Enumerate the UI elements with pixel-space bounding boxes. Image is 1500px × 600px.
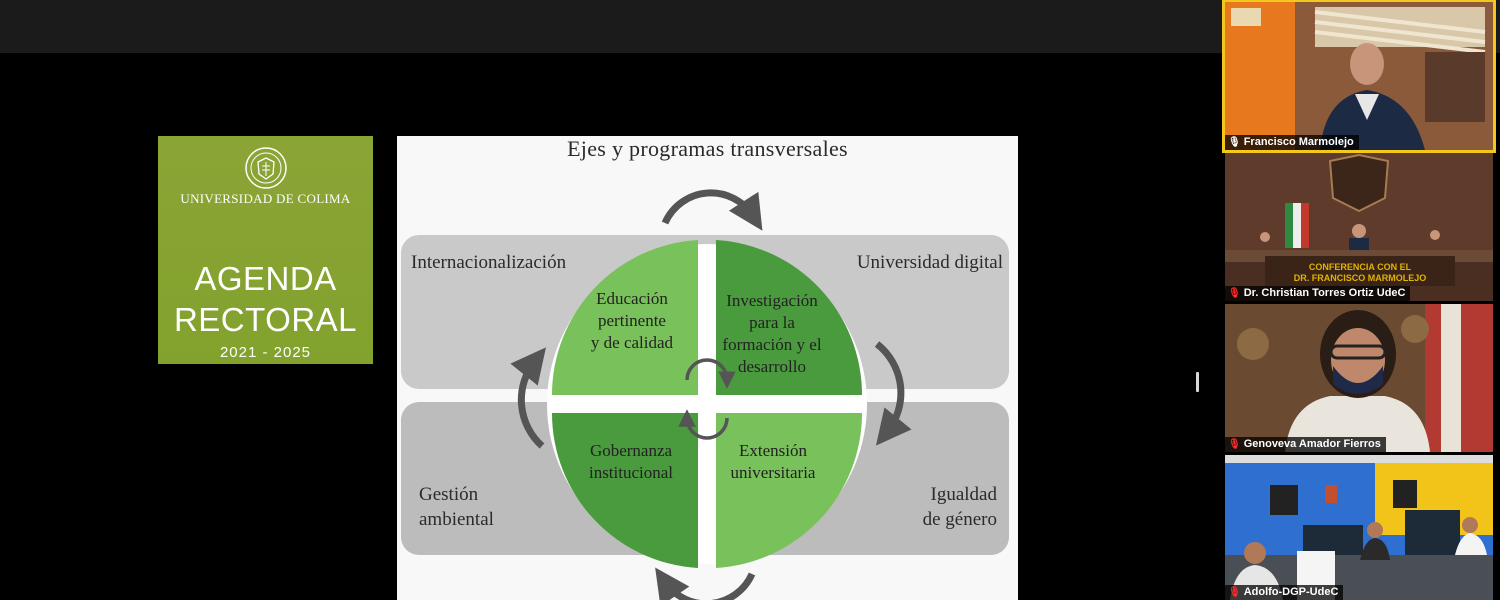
quadrant-label-extension: Extensión universitaria xyxy=(711,440,835,484)
quadrant-label-investigacion: Investigación para la formación y el des… xyxy=(709,290,835,378)
video-feed-francisco xyxy=(1225,2,1493,150)
agenda-years: 2021 - 2025 xyxy=(219,344,312,361)
axes-diagram xyxy=(510,189,912,600)
quad-tr-line2: para la xyxy=(749,313,795,332)
quad-tl-line2: pertinente xyxy=(598,311,666,330)
university-crest-icon xyxy=(245,147,287,189)
quadrant-label-educacion: Educación pertinente y de calidad xyxy=(565,288,699,354)
participant-namebar: 🎙 Genoveva Amador Fierros xyxy=(1225,437,1386,452)
video-feed-genoveva xyxy=(1225,304,1493,452)
quad-bl-line2: institucional xyxy=(588,463,674,482)
quadrant-bottom-right xyxy=(716,413,863,568)
mic-muted-icon: 🎙 xyxy=(1228,439,1241,450)
cycle-arrow-left xyxy=(510,347,546,449)
quad-tr-line3: formación y el xyxy=(722,335,822,354)
quadrant-top-left xyxy=(551,240,698,395)
mic-on-icon: 🎙 xyxy=(1228,137,1241,148)
university-name: UNIVERSIDAD DE COLIMA xyxy=(180,191,351,206)
quadrant-bottom-left xyxy=(551,413,698,568)
quad-tr-line1: Investigación xyxy=(726,291,818,310)
mic-muted-icon: 🎙 xyxy=(1228,288,1241,299)
participant-tile-francisco[interactable]: 🎙 Francisco Marmolejo xyxy=(1222,0,1496,153)
agenda-title: AGENDA RECTORAL xyxy=(158,258,373,340)
center-arrow-bottom xyxy=(678,409,729,440)
quad-br-line1: Extensión xyxy=(739,441,807,460)
participant-namebar: 🎙 Adolfo-DGP-UdeC xyxy=(1225,585,1344,600)
cycle-arrow-bottom xyxy=(655,567,756,600)
label-universidad-digital: Universidad digital xyxy=(856,252,1003,273)
presentation-slide: Ejes y programas transversales Internaci… xyxy=(397,136,1018,600)
quadrant-top-right xyxy=(716,240,863,395)
participant-namebar: 🎙 Dr. Christian Torres Ortiz UdeC xyxy=(1225,286,1411,301)
agenda-title-line2: RECTORAL xyxy=(173,301,358,338)
participant-tile-christian[interactable]: CONFERENCIA CON EL DR. FRANCISCO MARMOLE… xyxy=(1225,153,1493,301)
agenda-rectoral-card: UNIVERSIDAD DE COLIMA AGENDA RECTORAL 20… xyxy=(158,136,373,364)
participant-namebar: 🎙 Francisco Marmolejo xyxy=(1225,135,1359,150)
cycle-arrow-right xyxy=(874,341,912,446)
banner-line2: DR. FRANCISCO MARMOLEJO xyxy=(1294,273,1427,283)
quad-br-line2: universitaria xyxy=(730,463,816,482)
label-gestion-ambiental: Gestión ambiental xyxy=(419,482,494,532)
slide-title: Ejes y programas transversales xyxy=(567,136,848,161)
label-igualdad-line2: de género xyxy=(922,509,997,530)
agenda-title-line1: AGENDA xyxy=(194,260,337,297)
participant-tile-adolfo[interactable]: 🎙 Adolfo-DGP-UdeC xyxy=(1225,455,1493,600)
center-arrow-top xyxy=(685,358,736,389)
participant-name: Francisco Marmolejo xyxy=(1243,136,1354,148)
label-igualdad-genero: Igualdad de género xyxy=(923,482,997,532)
participant-tile-genoveva[interactable]: 🎙 Genoveva Amador Fierros xyxy=(1225,304,1493,452)
quadrant-label-gobernanza: Gobernanza institucional xyxy=(567,440,695,484)
label-internacionalizacion: Internacionalización xyxy=(411,252,567,273)
participant-name: Dr. Christian Torres Ortiz UdeC xyxy=(1243,287,1406,299)
participant-name: Genoveva Amador Fierros xyxy=(1243,438,1381,450)
banner-line1: CONFERENCIA CON EL xyxy=(1309,262,1412,272)
label-gestion-line1: Gestión xyxy=(419,484,479,505)
panel-resize-handle[interactable] xyxy=(1196,372,1199,392)
quad-tl-line3: y de calidad xyxy=(590,333,674,352)
quad-tl-line1: Educación xyxy=(596,289,668,308)
participant-name: Adolfo-DGP-UdeC xyxy=(1243,586,1339,598)
video-feed-adolfo xyxy=(1225,455,1493,600)
label-igualdad-line1: Igualdad xyxy=(930,484,997,505)
quad-tr-line4: desarrollo xyxy=(738,357,806,376)
label-gestion-line2: ambiental xyxy=(419,509,494,530)
quad-bl-line1: Gobernanza xyxy=(589,441,673,460)
cycle-arrow-top xyxy=(661,189,763,231)
video-feed-christian: CONFERENCIA CON EL DR. FRANCISCO MARMOLE… xyxy=(1225,153,1493,301)
mic-muted-icon: 🎙 xyxy=(1228,587,1241,598)
